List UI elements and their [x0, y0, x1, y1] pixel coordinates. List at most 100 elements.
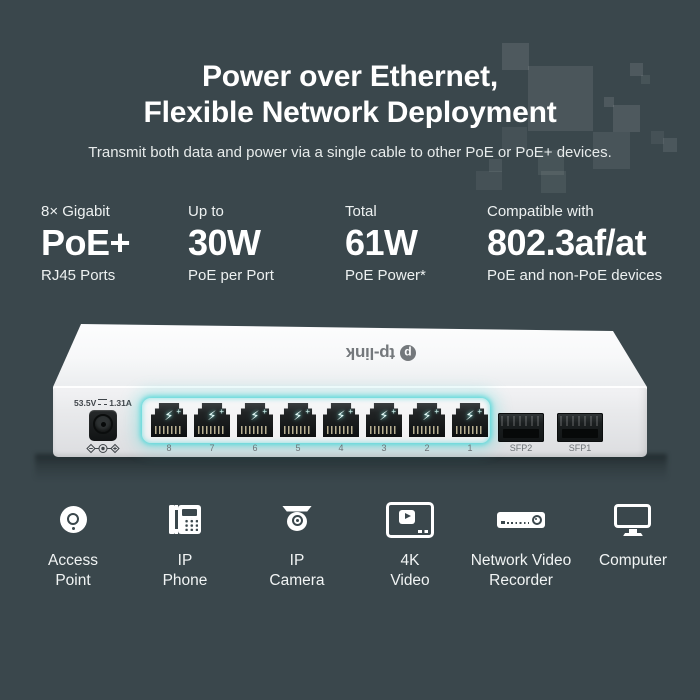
rj45-port-6: ⚡+ 6	[237, 403, 273, 455]
decor-square	[502, 43, 529, 70]
ip-camera-icon	[280, 505, 314, 534]
rj45-jack-icon: ⚡+	[280, 403, 316, 437]
rj45-port-3: ⚡+ 3	[366, 403, 402, 455]
poe-plus-icon: +	[434, 407, 439, 416]
device-label: 4K Video	[350, 551, 470, 590]
connected-device-computer: Computer	[573, 503, 693, 571]
rj45-pins	[327, 426, 355, 434]
connected-device-4k-video: 4K Video	[350, 501, 470, 590]
label-line-2: Phone	[162, 571, 208, 589]
poe-lightning-icon: ⚡	[250, 409, 260, 424]
poe-lightning-icon: ⚡	[336, 409, 346, 424]
decor-square	[641, 75, 650, 84]
page-subtitle: Transmit both data and power via a singl…	[88, 144, 612, 161]
4k-video-icon	[386, 501, 434, 538]
icon-holder	[573, 503, 693, 536]
port-number-label: 5	[295, 443, 301, 453]
port-number-label: 1	[467, 443, 473, 453]
decor-square	[613, 105, 640, 132]
sfp2-label: SFP2	[509, 443, 533, 453]
rj45-port-8: ⚡+ 8	[151, 403, 187, 455]
device-label: Access Point	[13, 551, 133, 590]
decor-square	[538, 150, 564, 175]
stat-rj45-ports: 8× Gigabit PoE+ RJ45 Ports	[41, 202, 131, 285]
rj45-jack-icon: ⚡+	[151, 403, 187, 437]
computer-icon	[614, 503, 652, 536]
stat-caption: PoE per Port	[188, 267, 274, 284]
rj45-port-7: ⚡+ 7	[194, 403, 230, 455]
sfp-port-2	[498, 413, 544, 442]
poe-plus-icon: +	[219, 407, 224, 416]
rj45-jack-icon: ⚡+	[409, 403, 445, 437]
poe-lightning-icon: ⚡	[293, 409, 303, 424]
nvr-disc	[531, 514, 542, 525]
poe-lightning-icon: ⚡	[164, 409, 174, 424]
label-line-1: Network Video	[470, 552, 572, 569]
access-point-icon	[59, 506, 87, 533]
volts-label: 53.5V	[74, 398, 97, 408]
decor-square	[528, 66, 593, 131]
connected-device-nvr: Network Video Recorder	[455, 503, 587, 590]
stat-eyebrow: Total	[345, 203, 377, 220]
power-rating-label: 53.5V 1.31A	[61, 398, 145, 408]
decor-square	[502, 127, 527, 150]
stat-total-poe-power: Total 61W PoE Power*	[345, 202, 426, 285]
rj45-pins	[155, 426, 183, 434]
label-line-1: Access	[48, 552, 98, 569]
device-shadow	[35, 454, 667, 480]
page-title: Power over Ethernet, Flexible Network De…	[0, 59, 700, 131]
label-line-1: IP	[289, 552, 305, 569]
rj45-jack-icon: ⚡+	[452, 403, 488, 437]
icon-holder	[455, 503, 587, 536]
poe-plus-icon: +	[176, 407, 181, 416]
poe-plus-icon: +	[305, 407, 310, 416]
icon-holder	[237, 503, 357, 536]
stat-compatibility: Compatible with 802.3af/at PoE and non-P…	[487, 202, 662, 285]
label-line-1: 4K	[400, 552, 420, 569]
stat-value: 802.3af/at	[487, 222, 647, 263]
rj45-port-4: ⚡+ 4	[323, 403, 359, 455]
rj45-jack-icon: ⚡+	[323, 403, 359, 437]
port-number-label: 4	[338, 443, 344, 453]
port-number-label: 7	[209, 443, 215, 453]
poe-plus-icon: +	[262, 407, 267, 416]
camera-mount	[282, 505, 312, 512]
dc-symbol-icon	[98, 399, 108, 405]
icon-holder	[350, 501, 470, 538]
poe-lightning-icon: ⚡	[207, 409, 217, 424]
connected-device-access-point: Access Point	[13, 503, 133, 590]
label-line-2: Video	[390, 571, 430, 589]
title-line-2: Flexible Network Deployment	[143, 96, 557, 129]
device-label: Computer	[573, 551, 693, 571]
decor-square	[663, 138, 677, 152]
stat-eyebrow: Up to	[188, 203, 224, 220]
rj45-jack-icon: ⚡+	[366, 403, 402, 437]
polarity-icon	[86, 443, 120, 454]
power-jack	[89, 410, 117, 441]
stat-value: 61W	[345, 222, 418, 263]
label-line-1: Computer	[598, 552, 668, 569]
amps-label: 1.31A	[109, 398, 132, 408]
sfp-port-1	[557, 413, 603, 442]
rj45-pins	[456, 426, 484, 434]
stat-caption: RJ45 Ports	[41, 267, 116, 284]
port-number-label: 3	[381, 443, 387, 453]
label-line-2: Recorder	[489, 571, 553, 589]
play-button	[399, 509, 415, 524]
port-number-label: 6	[252, 443, 258, 453]
stat-value: PoE+	[41, 222, 131, 263]
decor-square	[651, 131, 664, 144]
label-line-1: IP	[177, 552, 193, 569]
rj45-pins	[198, 426, 226, 434]
stat-eyebrow: Compatible with	[487, 203, 594, 220]
device-label: Network Video Recorder	[455, 551, 587, 590]
poe-plus-icon: +	[348, 407, 353, 416]
device-label: IP Phone	[125, 551, 245, 590]
rj45-jack-icon: ⚡+	[237, 403, 273, 437]
stat-poe-per-port: Up to 30W PoE per Port	[188, 202, 274, 285]
decor-square	[476, 171, 502, 190]
stat-caption: PoE and non-PoE devices	[487, 267, 663, 284]
decor-square	[489, 159, 502, 172]
